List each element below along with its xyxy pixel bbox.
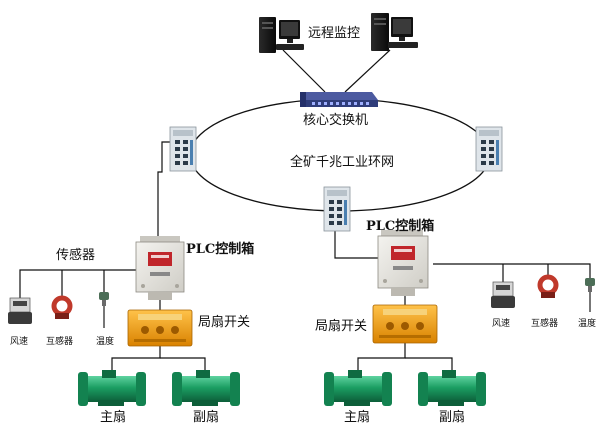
plc-box-right-icon (377, 230, 429, 296)
fan-switch-right-label: 局扇开关 (315, 318, 367, 334)
ring-network-label: 全矿千兆工业环网 (290, 154, 394, 170)
left-main-fan-label: 主扇 (100, 409, 126, 425)
right-main-fan-icon (324, 370, 392, 406)
left-main-fan-icon (78, 370, 146, 406)
left-aux-fan-icon (172, 370, 240, 406)
ring-switch-right-icon (475, 126, 503, 172)
left-current-transformer-icon (51, 295, 73, 319)
remote-monitoring-label: 远程监控 (308, 26, 360, 41)
right-temperature-sensor-icon (585, 278, 595, 312)
plc-box-left-icon (135, 236, 185, 300)
left-aux-fan-label: 副扇 (193, 409, 219, 425)
left-temp-sensor-label: 温度 (96, 335, 114, 347)
right-temp-sensor-label: 温度 (578, 317, 596, 329)
core-switch-icon (300, 92, 378, 107)
left-ct-sensor-label: 互感器 (46, 335, 73, 347)
fan-switch-left-label: 局扇开关 (198, 314, 250, 330)
left-wind-sensor-icon (8, 297, 32, 324)
sensors-label: 传感器 (56, 247, 95, 263)
ring-switch-bottom-icon (323, 186, 351, 232)
plc-box-right-label: PLC控制箱 (366, 218, 434, 234)
right-aux-fan-icon (418, 370, 486, 406)
left-wind-sensor-label: 风速 (10, 336, 28, 347)
ring-switch-left-icon (169, 126, 197, 172)
right-ct-sensor-label: 互感器 (531, 317, 558, 329)
connection-lines (19, 49, 591, 375)
fan-switch-right-icon (372, 304, 438, 344)
fan-switch-left-icon (127, 309, 193, 347)
right-main-fan-label: 主扇 (344, 409, 370, 425)
right-aux-fan-label: 副扇 (439, 409, 465, 425)
remote-pc-right-icon (371, 13, 418, 51)
right-current-transformer-icon (537, 274, 559, 298)
plc-box-left-label: PLC控制箱 (186, 241, 254, 257)
right-wind-sensor-label: 风速 (492, 318, 510, 329)
core-switch-label: 核心交换机 (303, 112, 368, 128)
remote-pc-left-icon (259, 17, 304, 53)
left-temperature-sensor-icon (99, 292, 109, 328)
right-wind-sensor-icon (491, 281, 515, 308)
